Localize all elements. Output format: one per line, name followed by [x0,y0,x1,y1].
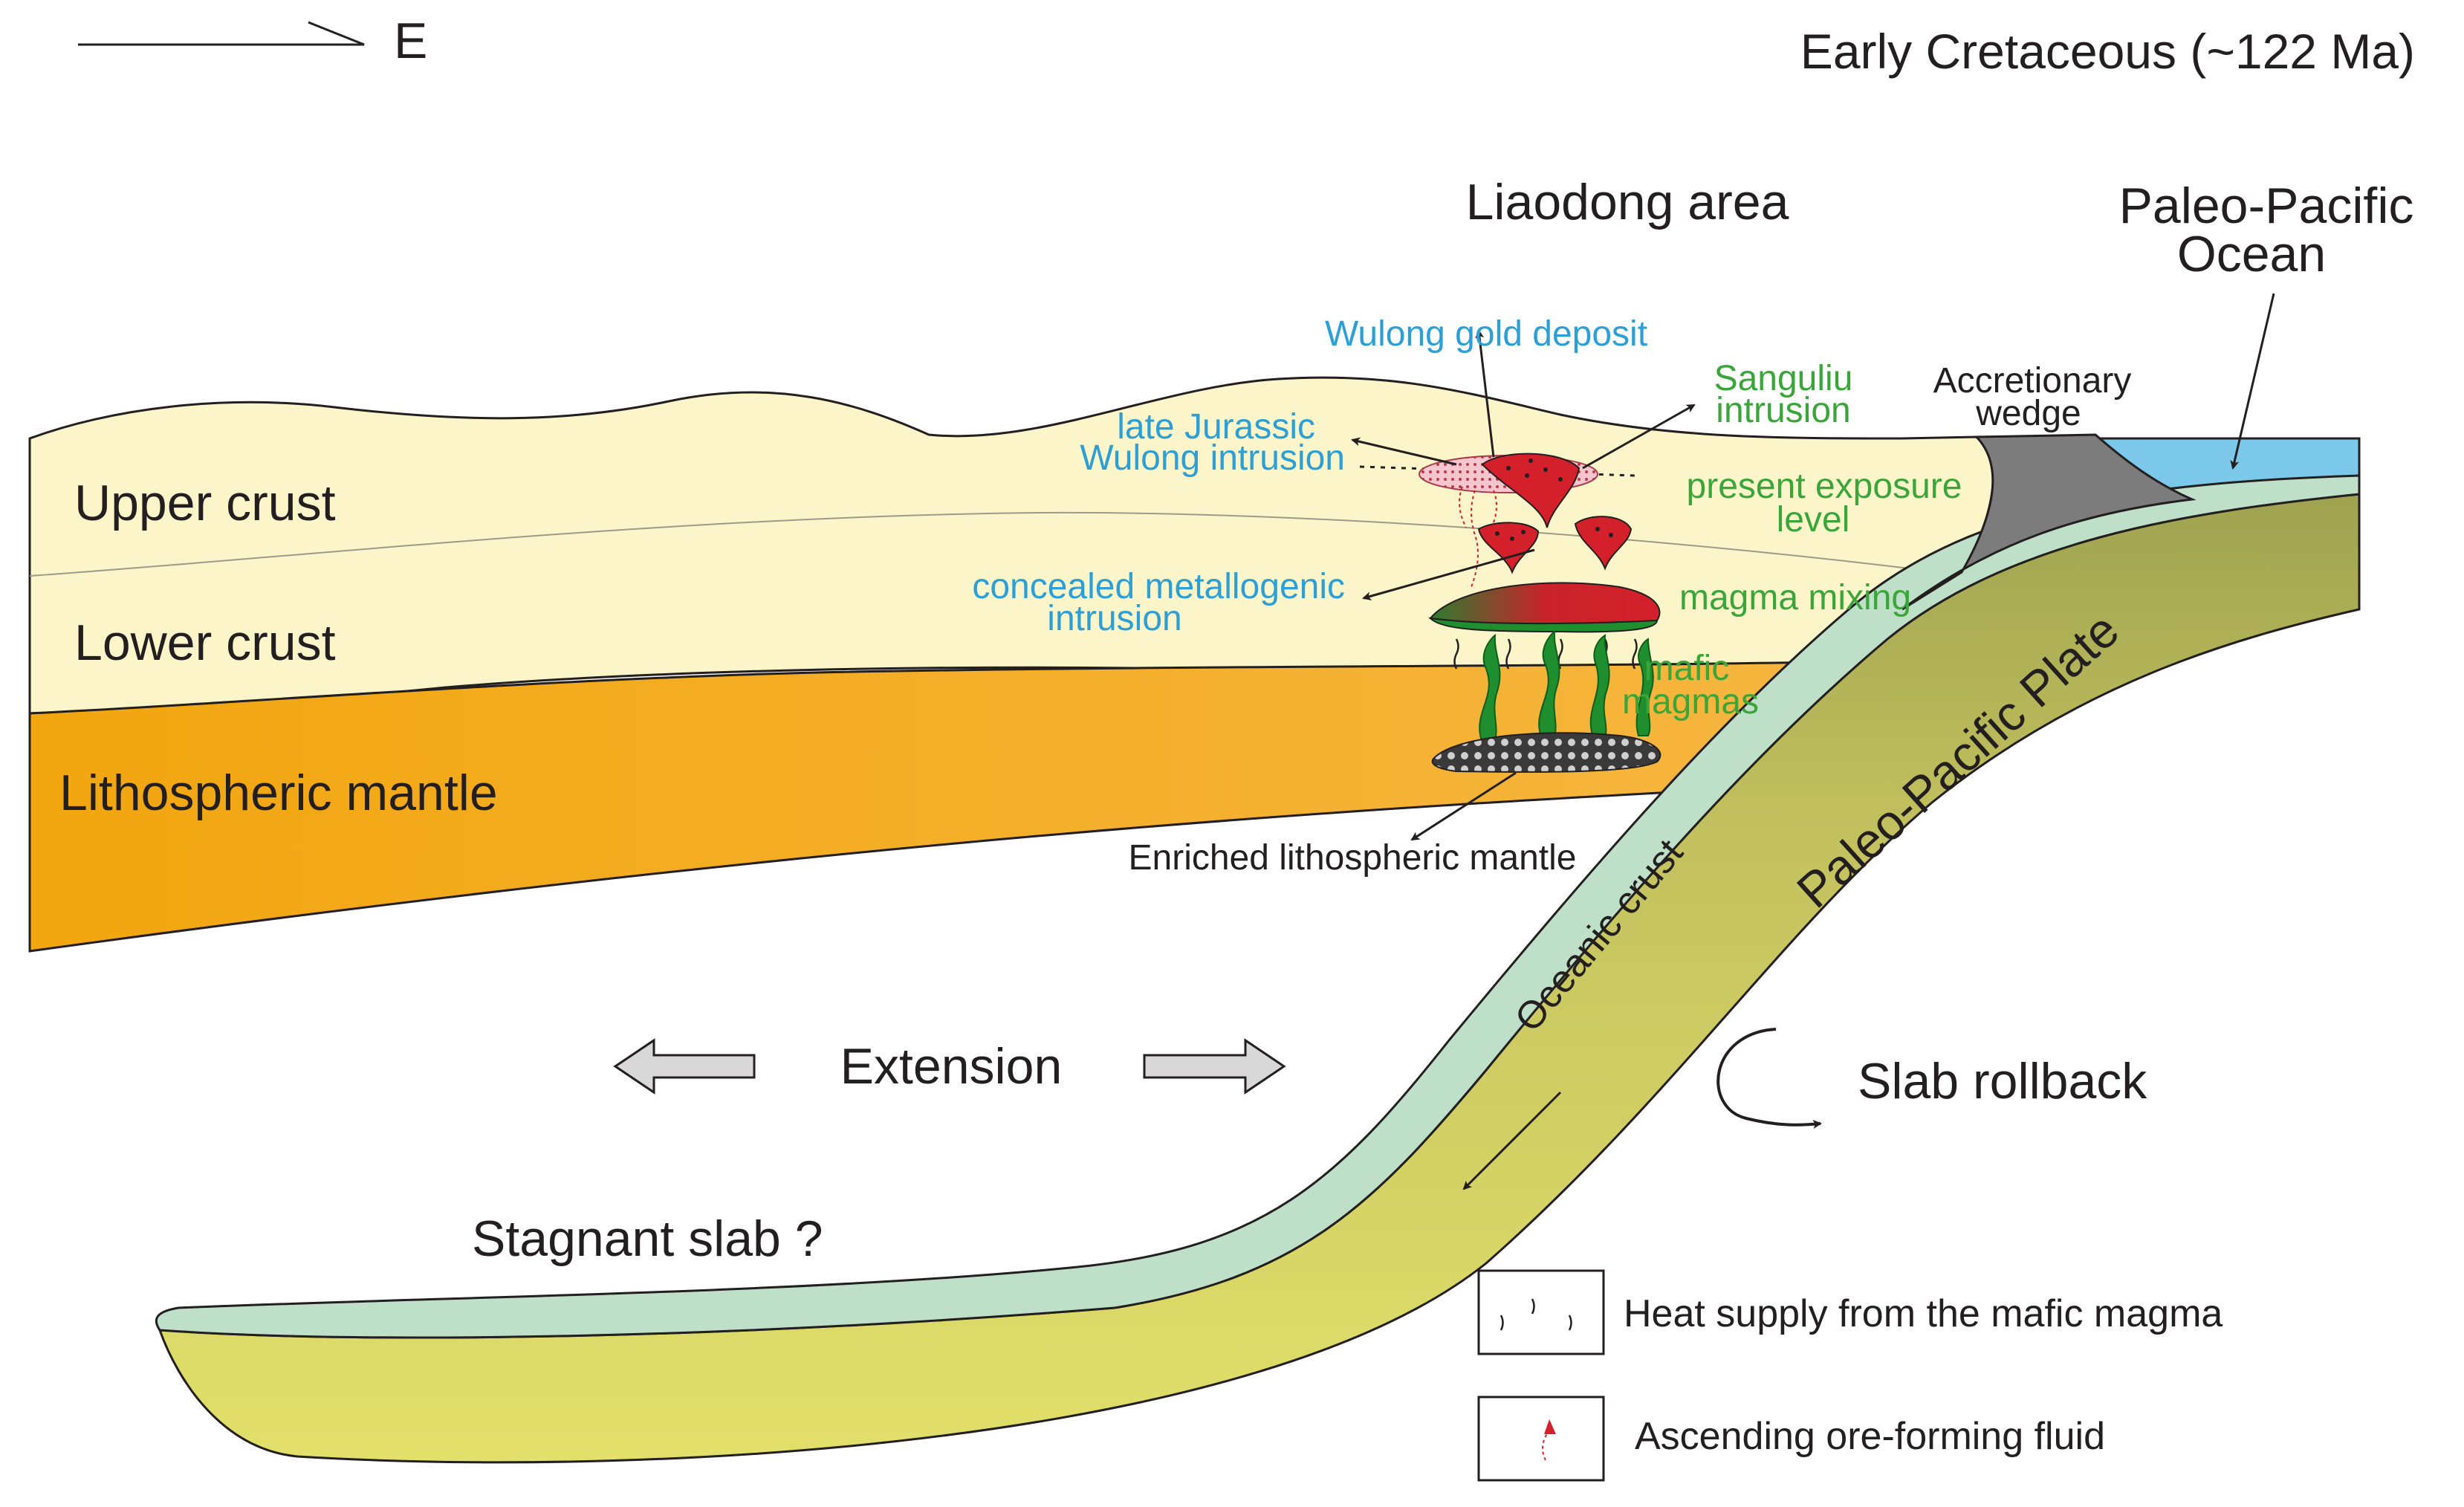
exposure-label-2: level [1777,500,1850,539]
concealed-label-1: concealed metallogenic [972,567,1345,606]
sanguliu-label-2: intrusion [1716,391,1850,430]
extension-label: Extension [840,1038,1063,1095]
legend-fluid-box [1477,1396,1605,1482]
extension-arrow-left[interactable] [613,1038,756,1095]
legend-heat-label: Heat supply from the mafic magma [1624,1292,2223,1335]
legend-fluid-label: Ascending ore-forming fluid [1635,1415,2105,1458]
sanguliu-intrusion [1481,453,1580,528]
lithospheric-mantle-label: Lithospheric mantle [59,765,498,821]
sanguliu-label-1: Sanguliu [1714,359,1853,398]
late-jurassic-label-2: Wulong intrusion [1080,438,1345,478]
exposure-label-1: present exposure [1687,467,1962,506]
mafic-underplate [1428,617,1659,633]
upper-crust-label: Upper crust [74,475,336,531]
extension-arrow-right[interactable] [1143,1038,1286,1095]
page-title: Early Cretaceous (~122 Ma) [1800,24,2415,79]
stagnant-slab-label: Stagnant slab ? [472,1211,823,1267]
crust-boundary [29,511,1970,577]
mafic-magma-plumes [1479,629,1654,744]
accretionary-wedge [1902,433,2196,611]
wulong-gold-label: Wulong gold deposit [1325,314,1647,354]
late-jurassic-label-1: late Jurassic [1117,407,1315,447]
slab-rollback-label: Slab rollback [1858,1053,2147,1109]
intrusion-dots [1506,458,1563,482]
ore-fluid-paths [1459,486,1497,588]
concealed-intrusion-right [1574,516,1633,571]
enriched-mantle-label: Enriched lithospheric mantle [1129,838,1577,878]
ocean-label-2: Ocean [2177,226,2326,282]
accretionary-label-2: wedge [1975,394,2081,433]
concealed-intrusion-left [1477,522,1540,574]
region-label: Liaodong area [1466,174,1789,230]
direction-arrow [78,21,365,46]
mafic-label-1: mafic [1644,649,1730,688]
enriched-mantle-body [1431,732,1661,773]
fluid-arrow-icon [1542,1419,1556,1461]
ocean-label-1: Paleo-Pacific [2119,178,2414,234]
accretionary-label-1: Accretionary [1933,361,2132,401]
oceanic-crust-layer [155,474,2361,1339]
magma-mixing-label: magma mixing [1679,578,1911,618]
concealed-label-2: intrusion [1047,599,1181,638]
lower-crust-label: Lower crust [74,615,336,671]
mafic-label-2: magmas [1622,682,1759,722]
heat-squiggle-icon [1500,1298,1572,1331]
slab-rollback-arrow [1716,1028,1822,1129]
direction-label: E [394,13,427,69]
leader-arrows [1351,293,2275,1190]
legend-heat-box [1477,1269,1605,1355]
